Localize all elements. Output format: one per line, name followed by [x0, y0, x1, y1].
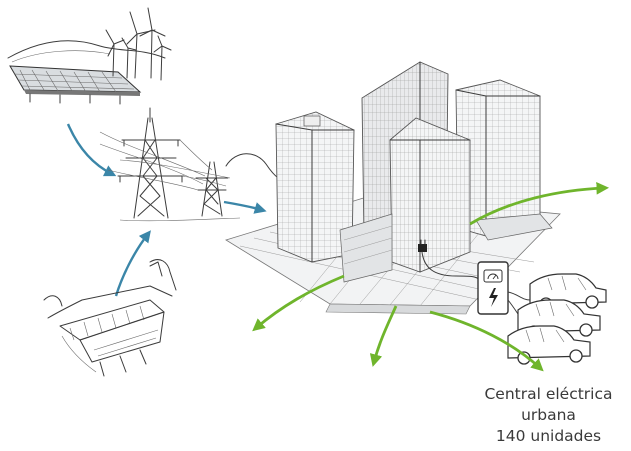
solar-panel-icon: [9, 65, 142, 105]
electric-car-icon: [507, 273, 607, 365]
green-arrow-down: [369, 305, 398, 367]
caption-line-2: urbana: [521, 406, 576, 424]
charger-cable: [418, 239, 481, 281]
flow-arrow-dam-to-grid: [114, 230, 151, 297]
green-arrow-down-right: [429, 310, 544, 372]
city-block-buildings: [225, 61, 561, 315]
ev-charger-icon: [477, 261, 531, 323]
caption-line-3: 140 unidades: [495, 427, 602, 445]
caption-line-1: Central eléctrica: [484, 385, 613, 403]
urban-power-plant-caption: Central eléctrica urbana 140 unidades: [466, 384, 631, 447]
flow-arrow-grid-to-building: [223, 200, 267, 214]
dam-icon: [43, 259, 177, 377]
car-3: [507, 325, 591, 365]
flow-arrow-solar-to-grid: [66, 123, 117, 177]
green-outflow-arrows: [252, 182, 610, 372]
wind-turbine-icon: [105, 7, 172, 81]
solar-wind-sketch: [7, 7, 172, 105]
green-arrow-right: [469, 182, 610, 226]
green-arrow-left: [252, 274, 345, 332]
transmission-tower-icon: [99, 107, 241, 222]
